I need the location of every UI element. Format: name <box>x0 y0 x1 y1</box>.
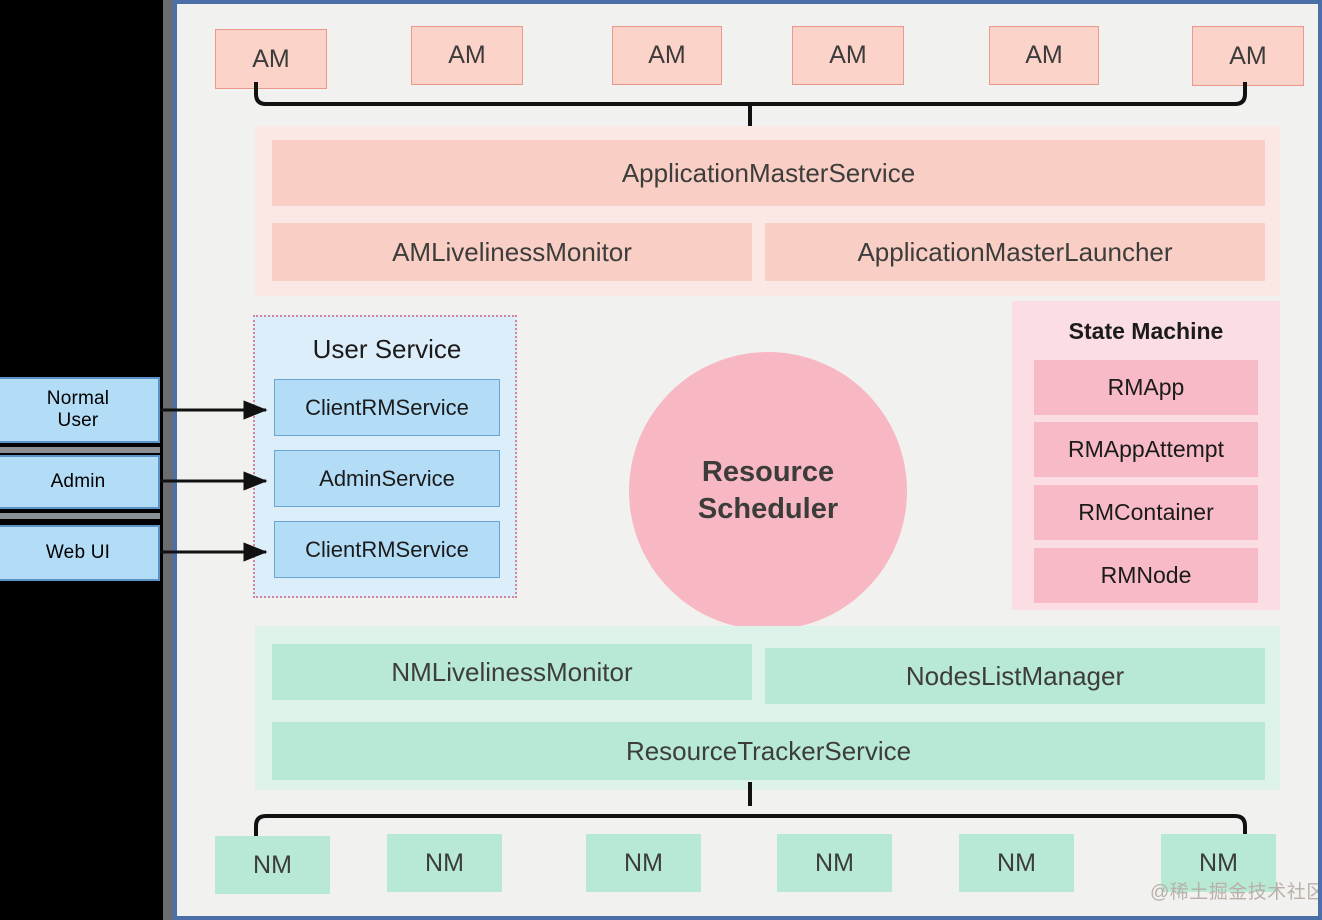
nm-node-1[interactable]: NM <box>215 836 330 894</box>
application-master-launcher-bar[interactable]: ApplicationMasterLauncher <box>765 223 1265 281</box>
actor-divider-2 <box>0 513 160 519</box>
resource-scheduler-circle[interactable]: Resource Scheduler <box>629 352 907 630</box>
admin-service-bar[interactable]: AdminService <box>274 450 500 507</box>
state-machine-item-rmappattempt[interactable]: RMAppAttempt <box>1034 422 1258 477</box>
diagram-inner-canvas: AM AM AM AM AM AM <box>177 4 1318 916</box>
nm-liveliness-monitor-label: NMLivelinessMonitor <box>391 656 633 687</box>
am-node-4-label: AM <box>829 41 867 69</box>
actor-divider-1 <box>0 447 160 453</box>
am-node-5[interactable]: AM <box>989 26 1099 85</box>
user-service-title-label: User Service <box>312 333 462 364</box>
nm-node-2[interactable]: NM <box>387 834 502 892</box>
am-node-5-label: AM <box>1025 41 1063 69</box>
resource-tracker-service-label: ResourceTrackerService <box>625 735 912 766</box>
state-machine-item-rmcontainer[interactable]: RMContainer <box>1034 485 1258 540</box>
state-machine-item-rmcontainer-label: RMContainer <box>1078 499 1214 525</box>
actor-column: Normal User Admin Web UI <box>0 0 164 920</box>
state-machine-item-rmapp-label: RMApp <box>1107 374 1185 400</box>
am-node-3-label: AM <box>648 41 686 69</box>
nodes-list-manager-bar[interactable]: NodesListManager <box>765 648 1265 704</box>
nm-node-4[interactable]: NM <box>777 834 892 892</box>
nm-node-3[interactable]: NM <box>586 834 701 892</box>
nm-node-5-label: NM <box>997 848 1036 877</box>
am-node-2-label: AM <box>448 41 486 69</box>
user-service-panel: User Service ClientRMService AdminServic… <box>253 315 517 598</box>
actor-normal-user[interactable]: Normal User <box>0 377 160 443</box>
nm-node-2-label: NM <box>425 848 464 877</box>
actor-web-ui[interactable]: Web UI <box>0 525 160 581</box>
client-rm-service-label-2: ClientRMService <box>305 536 469 562</box>
nm-node-6[interactable]: NM <box>1161 834 1276 892</box>
application-master-service-bar[interactable]: ApplicationMasterService <box>272 140 1265 206</box>
actor-normal-user-line2: User <box>57 410 99 431</box>
state-machine-title-label: State Machine <box>1068 317 1224 344</box>
application-master-service-panel: ApplicationMasterService AMLivelinessMon… <box>255 126 1280 296</box>
nm-node-5[interactable]: NM <box>959 834 1074 892</box>
watermark-label: @稀土掘金技术社区 <box>1150 882 1322 903</box>
actor-normal-user-line1: Normal <box>46 387 110 409</box>
am-node-2[interactable]: AM <box>411 26 523 85</box>
admin-service-label: AdminService <box>319 465 455 491</box>
am-node-3[interactable]: AM <box>612 26 722 85</box>
state-machine-item-rmnode[interactable]: RMNode <box>1034 548 1258 603</box>
am-node-4[interactable]: AM <box>792 26 904 85</box>
nm-bracket-connector <box>254 782 1247 838</box>
actor-admin-label: Admin <box>50 470 106 492</box>
diagram-frame: AM AM AM AM AM AM <box>173 0 1322 920</box>
actor-admin[interactable]: Admin <box>0 455 160 509</box>
nm-node-1-label: NM <box>253 850 292 879</box>
am-node-6[interactable]: AM <box>1192 26 1304 86</box>
state-machine-item-rmnode-label: RMNode <box>1100 562 1192 588</box>
resource-tracker-service-bar[interactable]: ResourceTrackerService <box>272 722 1265 780</box>
state-machine-panel: State Machine RMApp RMAppAttempt RMConta… <box>1012 301 1280 610</box>
state-machine-item-rmapp[interactable]: RMApp <box>1034 360 1258 415</box>
state-machine-title: State Machine <box>1012 313 1280 349</box>
watermark: @稀土掘金技术社区 <box>1150 877 1322 904</box>
nm-node-6-label: NM <box>1199 848 1238 877</box>
nm-node-3-label: NM <box>624 848 663 877</box>
nm-liveliness-monitor-bar[interactable]: NMLivelinessMonitor <box>272 644 752 700</box>
am-node-1-label: AM <box>252 44 290 73</box>
scroll-gutter[interactable] <box>163 0 173 920</box>
application-master-launcher-label: ApplicationMasterLauncher <box>857 236 1173 267</box>
resource-scheduler-line2: Scheduler <box>697 493 839 525</box>
nodes-list-manager-label: NodesListManager <box>905 660 1125 691</box>
resource-scheduler-line1: Resource <box>701 455 835 488</box>
state-machine-item-rmappattempt-label: RMAppAttempt <box>1068 436 1224 462</box>
am-node-6-label: AM <box>1229 41 1267 70</box>
client-rm-service-label-1: ClientRMService <box>305 394 469 420</box>
am-liveliness-monitor-bar[interactable]: AMLivelinessMonitor <box>272 223 752 281</box>
am-node-1[interactable]: AM <box>215 29 327 89</box>
nm-node-4-label: NM <box>815 848 854 877</box>
client-rm-service-bar-1[interactable]: ClientRMService <box>274 379 500 436</box>
application-master-service-label: ApplicationMasterService <box>621 157 916 188</box>
user-service-title: User Service <box>255 325 519 373</box>
am-liveliness-monitor-label: AMLivelinessMonitor <box>392 236 632 267</box>
actor-web-ui-label: Web UI <box>45 541 111 563</box>
client-rm-service-bar-2[interactable]: ClientRMService <box>274 521 500 578</box>
resource-tracker-panel: NMLivelinessMonitor NodesListManager Res… <box>255 626 1280 790</box>
